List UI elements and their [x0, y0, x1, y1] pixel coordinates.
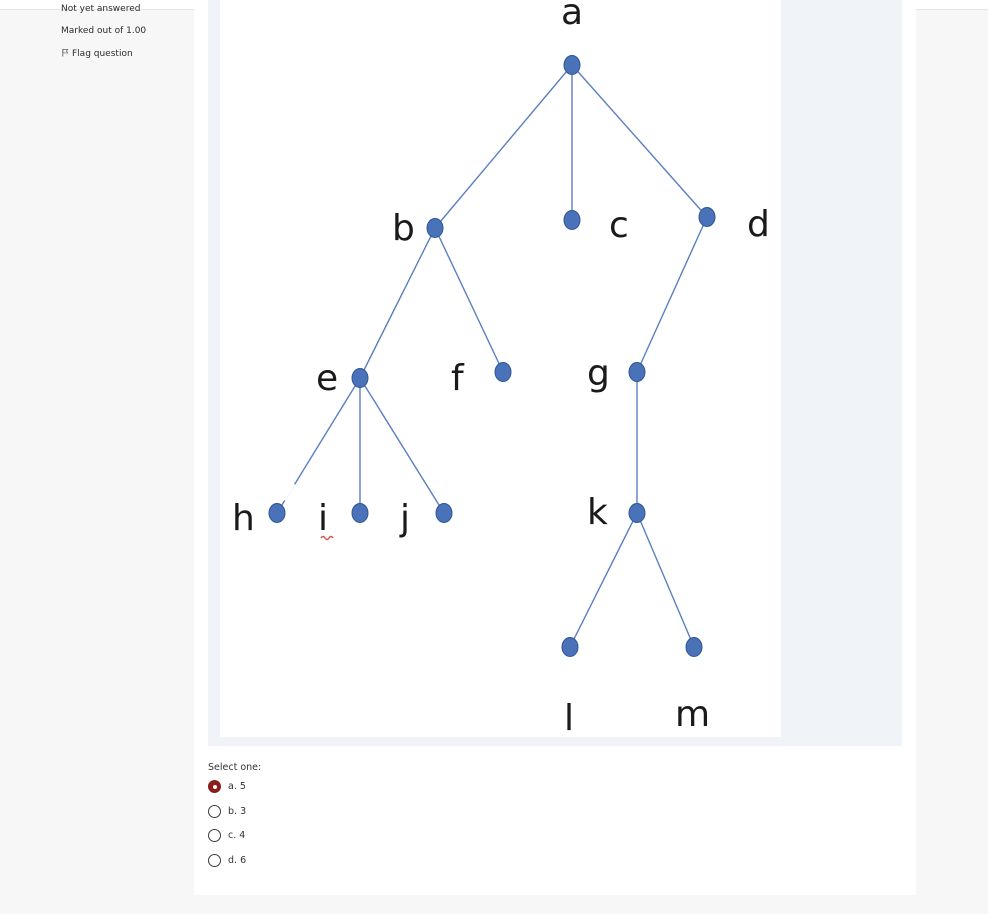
node-f [494, 362, 512, 382]
node-j [435, 503, 453, 523]
node-m [685, 637, 703, 657]
flag-question-label: Flag question [72, 49, 133, 59]
label-e: e [316, 358, 338, 399]
label-g: g [587, 353, 610, 394]
option-d[interactable]: d. 6 [208, 854, 368, 870]
node-b [426, 218, 444, 238]
option-c-label[interactable]: c. 4 [228, 830, 246, 841]
label-c: c [609, 205, 629, 246]
tree-figure: a b c d e f g h i j k l m [220, 0, 781, 737]
edge-gap-mark [282, 483, 296, 501]
label-i: i [318, 498, 328, 539]
edge-a-d [571, 64, 708, 218]
node-k [628, 503, 646, 523]
node-a [563, 55, 581, 75]
node-i [351, 503, 369, 523]
node-c [563, 210, 581, 230]
edge-b-e [359, 227, 436, 379]
question-status: Not yet answered [61, 4, 141, 14]
option-d-radio[interactable] [208, 854, 221, 867]
select-one-prompt: Select one: [208, 762, 262, 773]
node-h [268, 503, 286, 523]
option-c-radio[interactable] [208, 829, 221, 842]
option-a-radio[interactable] [208, 780, 221, 793]
label-h: h [232, 498, 255, 539]
edge-a-b [434, 64, 573, 229]
edge-k-l [569, 512, 638, 648]
node-d [698, 207, 716, 227]
flag-icon [62, 48, 69, 57]
spellcheck-squiggle [320, 535, 334, 541]
flag-question-link[interactable]: Flag question [61, 48, 133, 59]
option-a-label[interactable]: a. 5 [228, 781, 246, 792]
label-a: a [561, 0, 583, 33]
tree-edges [276, 64, 708, 648]
label-k: k [587, 492, 608, 533]
edge-d-g [636, 216, 708, 373]
tree-labels: a b c d e f g h i j k l m [232, 0, 770, 737]
question-mark: Marked out of 1.00 [61, 26, 147, 36]
option-d-label[interactable]: d. 6 [228, 855, 247, 866]
label-b: b [392, 208, 415, 249]
option-c[interactable]: c. 4 [208, 829, 368, 845]
option-b-radio[interactable] [208, 805, 221, 818]
node-l [561, 637, 579, 657]
option-a[interactable]: a. 5 [208, 780, 368, 796]
edge-b-f [434, 227, 504, 373]
edge-e-j [359, 377, 445, 514]
node-e [351, 368, 369, 388]
node-g [628, 362, 646, 382]
label-f: f [451, 358, 465, 399]
label-j: j [399, 498, 410, 539]
label-l: l [564, 698, 574, 737]
option-b-label[interactable]: b. 3 [228, 806, 247, 817]
edge-k-m [636, 512, 695, 648]
tree-diagram: a b c d e f g h i j k l m [232, 0, 770, 737]
label-d: d [747, 204, 770, 245]
label-m: m [675, 694, 710, 735]
tree-nodes [268, 55, 716, 657]
option-b[interactable]: b. 3 [208, 805, 368, 821]
